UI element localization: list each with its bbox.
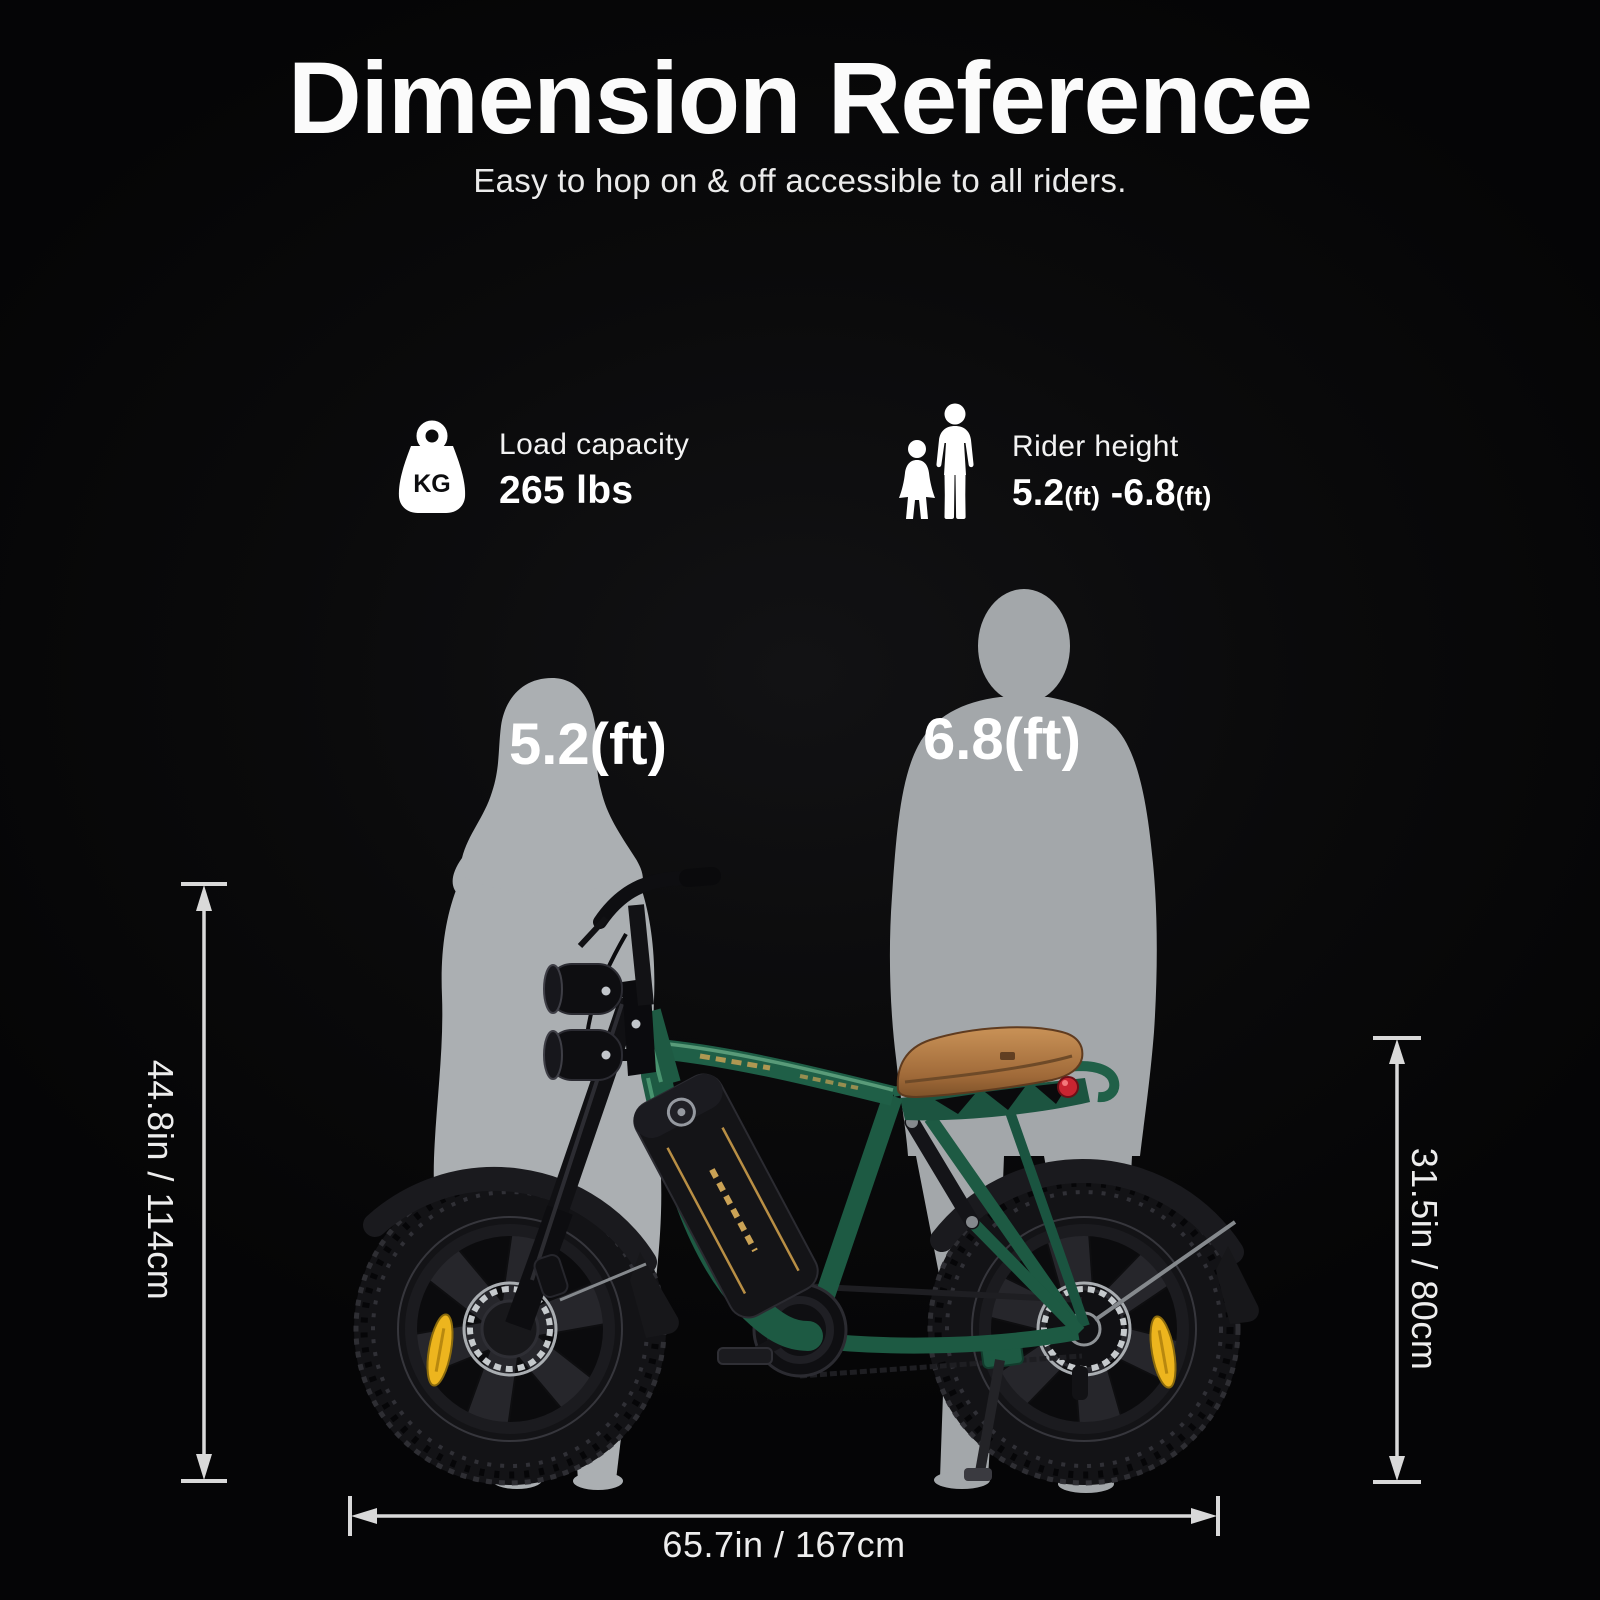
riders-icon <box>899 403 974 519</box>
kg-icon-text: KG <box>413 470 451 498</box>
overall-length-arrow <box>348 1496 1220 1536</box>
page-subtitle: Easy to hop on & off accessible to all r… <box>473 162 1127 199</box>
fender-stay <box>1093 1220 1237 1322</box>
kg-weight-icon: KG <box>398 420 466 513</box>
headlight-upper-lens <box>543 964 563 1014</box>
rear-fender <box>930 1158 1259 1324</box>
load-capacity-spec: KG Load capacity 265 lbs <box>393 420 689 514</box>
seat-height-dimension-label: 31.5in / 80cm <box>1404 1147 1445 1371</box>
handlebar <box>577 867 721 1006</box>
brake-lever <box>577 915 609 949</box>
stem <box>628 904 654 1006</box>
rider-height-min-unit: (ft) <box>1064 481 1101 511</box>
load-capacity-text: Load capacity 265 lbs <box>499 428 689 513</box>
rear-frame <box>811 1060 1120 1354</box>
page-title: Dimension Reference <box>287 41 1313 155</box>
derailleur <box>1072 1366 1088 1400</box>
saddle <box>896 1026 1084 1099</box>
rider-height-separator: - <box>1100 472 1124 513</box>
ebike <box>353 867 1259 1486</box>
seat-stay <box>924 1114 1084 1334</box>
dimension-arrows <box>181 882 1421 1536</box>
rider-height-value: 5.2(ft) -6.8(ft) <box>1012 471 1212 515</box>
rider-height-max-unit: (ft) <box>1175 481 1212 511</box>
grip <box>679 867 721 887</box>
frame-brand-mark <box>699 1053 771 1071</box>
chain <box>799 1283 1088 1400</box>
front-brake-caliper <box>533 1254 569 1298</box>
male-height-label: 6.8(ft) <box>923 707 1081 772</box>
chain-stay <box>811 1324 1080 1354</box>
rear-wheel-reflector <box>1149 1315 1177 1389</box>
overall-length-dimension-label: 65.7in / 167cm <box>662 1524 906 1565</box>
battery-brand-mark <box>709 1168 758 1253</box>
rider-height-max: 6.8 <box>1123 472 1176 513</box>
tail-light <box>1057 1076 1079 1098</box>
headlight-lower-lens <box>543 1030 563 1080</box>
rear-shock <box>904 1114 980 1230</box>
seat-height-arrow <box>1373 1036 1421 1484</box>
rider-height-spec: Rider height 5.2(ft) -6.8(ft) <box>896 402 1212 520</box>
load-capacity-value: 265 lbs <box>499 469 634 512</box>
top-tube <box>666 1040 896 1106</box>
rider-height-text: Rider height 5.2(ft) -6.8(ft) <box>1012 430 1212 515</box>
female-height-label: 5.2(ft) <box>509 712 667 777</box>
pedal <box>717 1347 773 1365</box>
rider-height-min: 5.2 <box>1012 472 1065 513</box>
front-wheel-reflector <box>426 1313 454 1387</box>
battery-pack <box>633 1073 819 1319</box>
overall-height-dimension-label: 44.8in / 114cm <box>140 1059 181 1301</box>
rider-height-label: Rider height <box>1012 430 1179 463</box>
overall-height-arrow <box>181 882 227 1483</box>
saddle-brand-mark <box>1000 1052 1015 1060</box>
front-fender <box>363 1166 679 1338</box>
load-capacity-label: Load capacity <box>499 428 690 461</box>
headlights <box>543 963 656 1081</box>
